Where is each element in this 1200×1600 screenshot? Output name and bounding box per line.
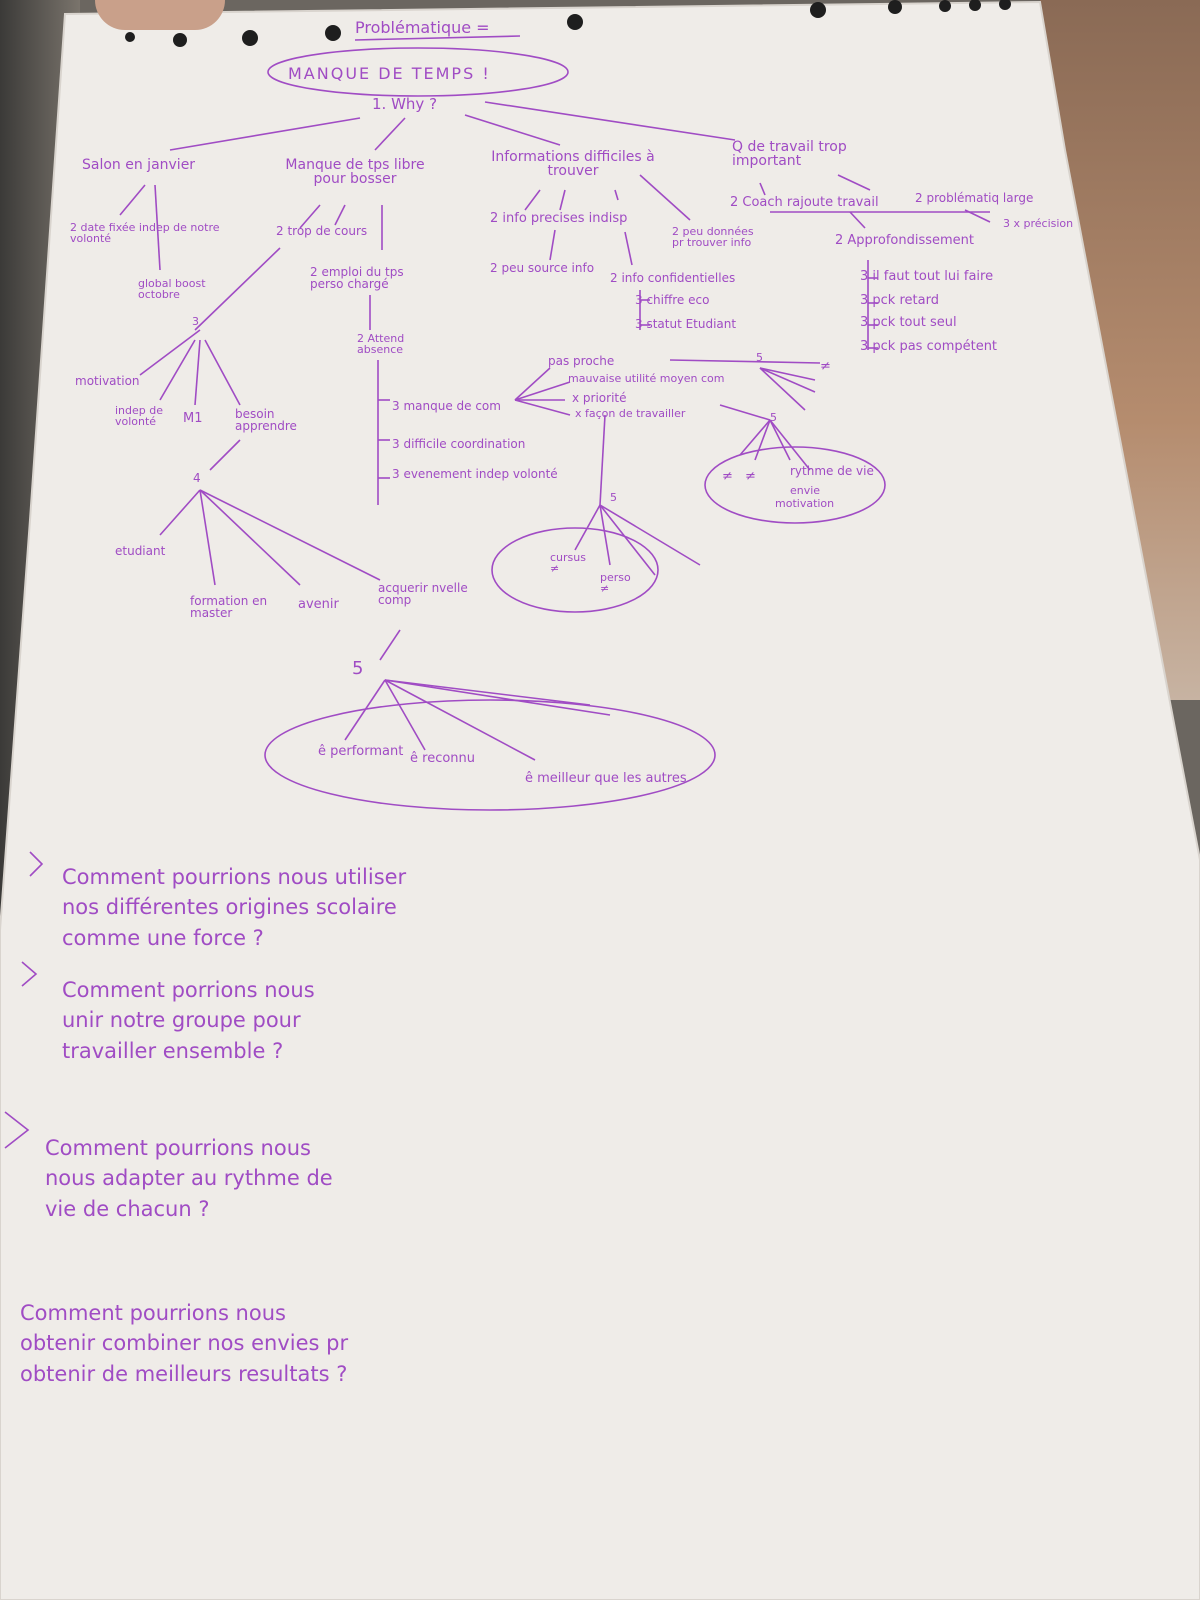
branch-peu-source: 2 peu source info (490, 261, 595, 275)
mindmap-lines (4, 35, 991, 1149)
node-formation-master: formation en master (190, 594, 268, 620)
branch-manque-tps: Manque de tps libre pour bosser (285, 157, 425, 187)
main-problem: MANQUE DE TEMPS ! (288, 64, 491, 83)
node-perso: perso ≠ (600, 571, 631, 595)
binding-holes (125, 0, 1011, 47)
question-1: Comment pourrions nous utiliser nos diff… (62, 865, 407, 950)
node-mauvaise-utilite: mauvaise utilité moyen com (568, 372, 725, 385)
node-performant: ê performant (318, 744, 404, 759)
branch-tout-seul: 3 pck tout seul (860, 315, 957, 330)
holding-hand (95, 0, 225, 30)
branch-salon-boost: global boost octobre (138, 277, 206, 301)
node-five-1: 5 (756, 351, 763, 364)
node-five-2: 5 (770, 411, 777, 424)
node-motivation: motivation (75, 374, 140, 388)
node-indep-volonte: indep de volonté (115, 404, 164, 428)
branch-salon: Salon en janvier (82, 157, 196, 173)
node-five-3: 5 (610, 491, 617, 504)
node-etudiant: etudiant (115, 544, 166, 558)
node-neq-1: ≠ (722, 469, 733, 484)
node-motivation-2: motivation (775, 497, 835, 510)
question-4: Comment pourrions nous obtenir combiner … (20, 1301, 349, 1386)
branch-informations: Informations difficiles à trouver (491, 149, 655, 179)
node-neq-2: ≠ (745, 469, 756, 484)
branch-trop-cours: 2 trop de cours (276, 224, 368, 238)
branch-coach: 2 Coach rajoute travail (730, 195, 879, 210)
branch-peu-donnees: 2 peu données pr trouver info (672, 225, 754, 249)
question-2: Comment porrions nous unir notre groupe … (62, 978, 315, 1063)
node-manque-com: 3 manque de com (392, 399, 501, 413)
node-rythme-vie: rythme de vie (790, 464, 874, 478)
branch-tout-faire: 3 il faut tout lui faire (860, 269, 994, 284)
branch-problematique-large: 2 problématiq large (915, 191, 1034, 205)
node-reconnu: ê reconnu (410, 751, 476, 766)
node-x-priorite: x priorité (572, 391, 627, 405)
node-num-5: 5 (352, 658, 364, 679)
branch-chiffre-eco: 3 chiffre eco (635, 293, 710, 307)
node-pas-proche: pas proche (548, 354, 615, 368)
branch-info-confidentielles: 2 info confidentielles (610, 271, 736, 285)
branch-precision: 3 x précision (1003, 217, 1074, 230)
question-3: Comment pourrions nous nous adapter au r… (45, 1136, 333, 1221)
branch-emploi-tps: 2 emploi du tps perso chargé (310, 265, 404, 291)
branch-salon-date: 2 date fixée indep de notre volonté (70, 221, 220, 245)
problematique-title: Problématique = (355, 18, 490, 37)
node-neq-3: ≠ (820, 359, 831, 374)
branch-retard: 3 pck retard (860, 293, 939, 308)
branch-statut-etudiant: 3 statut Etudiant (635, 317, 737, 331)
node-difficile-coordination: 3 difficile coordination (392, 437, 526, 451)
branch-approfondissement: 2 Approfondissement (835, 233, 974, 248)
node-meilleur: ê meilleur que les autres (525, 771, 687, 786)
node-envie: envie (790, 484, 821, 497)
node-x-facon-travailler: x façon de travailler (575, 407, 686, 420)
node-num-4: 4 (193, 471, 201, 485)
node-evenement-indep: 3 evenement indep volonté (392, 467, 558, 481)
why-label: 1. Why ? (372, 95, 438, 113)
branch-q-travail: Q de travail trop important (732, 139, 847, 169)
node-num-3: 3 (192, 315, 199, 328)
node-besoin-apprendre: besoin apprendre (235, 407, 297, 433)
node-avenir: avenir (298, 597, 339, 612)
node-acquerir-comp: acquerir nvelle comp (378, 581, 468, 607)
branch-pas-competent: 3 pck pas compétent (860, 339, 998, 354)
node-m1: M1 (183, 411, 203, 426)
branch-attend-absence: 2 Attend absence (357, 332, 405, 356)
branch-info-precises: 2 info precises indisp (490, 211, 628, 226)
node-cursus: cursus ≠ (550, 551, 586, 575)
